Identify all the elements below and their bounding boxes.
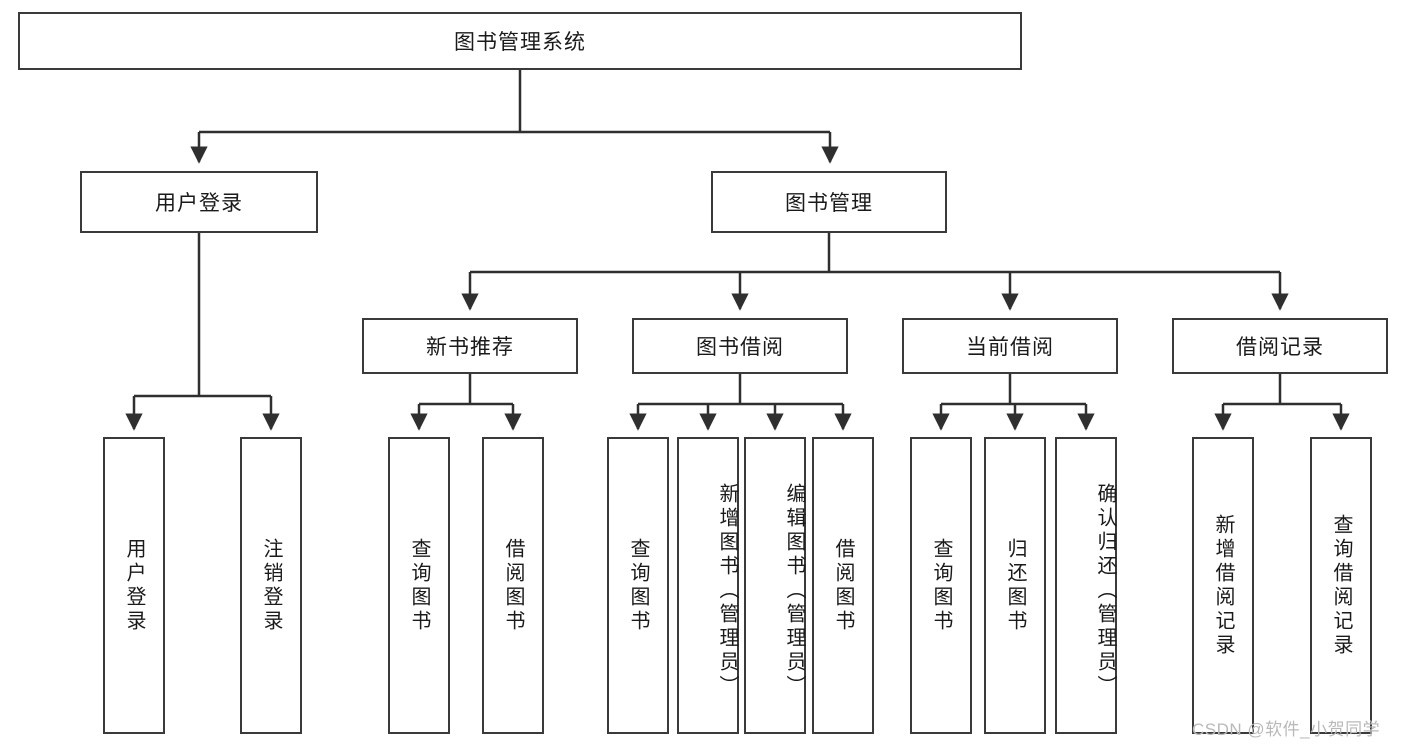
node-root-label: 图书管理系统 — [454, 31, 586, 54]
leaf-logout-label: 注销登录 — [260, 537, 282, 634]
node-root[interactable]: 图书管理系统 — [18, 12, 1022, 70]
leaf-return-book[interactable]: 归还图书 — [984, 437, 1046, 734]
leaf-user-login-label: 用户登录 — [123, 537, 145, 634]
leaf-borrow-book-2-label: 借阅图书 — [832, 537, 854, 634]
leaf-query-book-1[interactable]: 查询图书 — [388, 437, 450, 734]
leaf-query-book-3[interactable]: 查询图书 — [910, 437, 972, 734]
node-borrow-record[interactable]: 借阅记录 — [1172, 318, 1388, 374]
leaf-confirm-return-label: 确认归还（管理员） — [1094, 482, 1116, 699]
leaf-query-book-3-label: 查询图书 — [930, 537, 952, 634]
leaf-query-book-2-label: 查询图书 — [627, 537, 649, 634]
leaf-add-book[interactable]: 新增图书（管理员） — [677, 437, 739, 734]
leaf-add-book-label: 新增图书（管理员） — [716, 482, 738, 699]
node-new-book-recommend-label: 新书推荐 — [426, 336, 514, 359]
node-book-borrow[interactable]: 图书借阅 — [632, 318, 848, 374]
leaf-borrow-book-1-label: 借阅图书 — [502, 537, 524, 634]
leaf-logout[interactable]: 注销登录 — [240, 437, 302, 734]
leaf-edit-book[interactable]: 编辑图书（管理员） — [744, 437, 806, 734]
leaf-user-login[interactable]: 用户登录 — [103, 437, 165, 734]
leaf-borrow-book-2[interactable]: 借阅图书 — [812, 437, 874, 734]
node-book-borrow-label: 图书借阅 — [696, 336, 784, 359]
leaf-add-borrow-record[interactable]: 新增借阅记录 — [1192, 437, 1254, 734]
leaf-add-borrow-record-label: 新增借阅记录 — [1212, 513, 1234, 658]
node-new-book-recommend[interactable]: 新书推荐 — [362, 318, 578, 374]
node-borrow-record-label: 借阅记录 — [1236, 336, 1324, 359]
node-current-borrow[interactable]: 当前借阅 — [902, 318, 1118, 374]
node-current-borrow-label: 当前借阅 — [966, 336, 1054, 359]
node-user-login-label: 用户登录 — [155, 192, 243, 215]
leaf-query-book-1-label: 查询图书 — [408, 537, 430, 634]
leaf-edit-book-label: 编辑图书（管理员） — [783, 482, 805, 699]
node-book-management-label: 图书管理 — [785, 192, 873, 215]
leaf-query-borrow-record[interactable]: 查询借阅记录 — [1310, 437, 1372, 734]
node-user-login[interactable]: 用户登录 — [80, 171, 318, 233]
leaf-return-book-label: 归还图书 — [1004, 537, 1026, 634]
leaf-confirm-return[interactable]: 确认归还（管理员） — [1055, 437, 1117, 734]
csdn-watermark: CSDN @软件_小贺同学 — [1192, 720, 1381, 739]
leaf-query-book-2[interactable]: 查询图书 — [607, 437, 669, 734]
node-book-management[interactable]: 图书管理 — [711, 171, 947, 233]
leaf-query-borrow-record-label: 查询借阅记录 — [1330, 513, 1352, 658]
leaf-borrow-book-1[interactable]: 借阅图书 — [482, 437, 544, 734]
